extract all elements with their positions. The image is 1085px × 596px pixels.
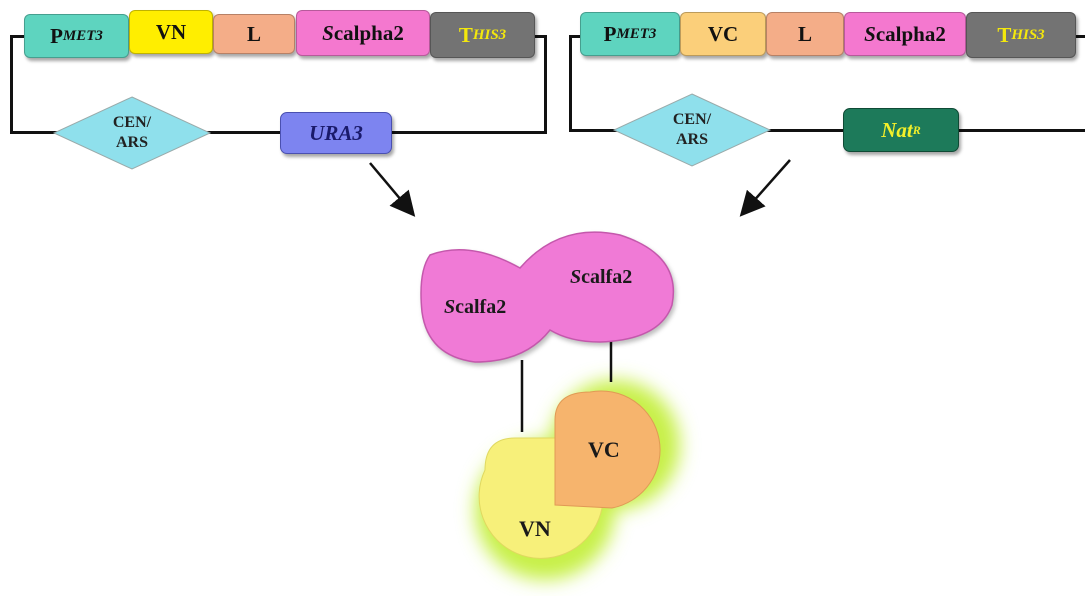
- right-origin-line2: ARS: [675, 131, 708, 148]
- left-linker-box: L: [213, 14, 295, 54]
- right-cen-ars-diamond: CEN/ ARS: [612, 92, 772, 168]
- right-origin-line1: CEN/: [672, 111, 712, 128]
- ura3-marker-box: URA3: [280, 112, 392, 154]
- left-terminator-label: T: [458, 22, 473, 47]
- right-diamond-shape: [612, 93, 772, 167]
- protein-right-text: calfa2: [581, 266, 633, 288]
- left-promoter-subscript: MET3: [62, 27, 103, 44]
- right-linker-label: L: [797, 21, 812, 46]
- left-plasmid-backbone-bottom: [10, 131, 547, 134]
- left-plasmid-backbone-right: [544, 36, 547, 134]
- right-gene-label: calpha2: [875, 21, 946, 46]
- protein-left-text: calfa2: [455, 296, 507, 318]
- protein-left-label: Scalfa2: [444, 296, 506, 319]
- right-linker-box: L: [766, 12, 844, 56]
- vc-dome-label: VC: [588, 437, 620, 462]
- right-diamond-text: CEN/ ARS: [612, 92, 772, 168]
- right-gene-italic: S: [864, 21, 876, 46]
- vc-dome: [554, 390, 661, 509]
- right-promoter-subscript: MET3: [616, 25, 657, 42]
- left-gene-italic: S: [322, 20, 334, 45]
- protein-right-label: Scalfa2: [570, 266, 632, 289]
- right-promoter-label: P: [603, 21, 617, 46]
- left-cen-ars-diamond: CEN/ ARS: [52, 95, 212, 171]
- left-plasmid-backbone-left-cap: [10, 35, 24, 38]
- left-diamond-text: CEN/ ARS: [52, 95, 212, 171]
- left-origin-line1: CEN/: [112, 114, 152, 131]
- left-terminator-subscript: HIS3: [472, 26, 507, 43]
- left-plasmid-backbone-right-cap: [534, 35, 547, 38]
- right-plasmid-backbone-bottom: [569, 129, 1085, 132]
- left-plasmid-backbone-left: [10, 36, 13, 134]
- left-linker-label: L: [246, 21, 261, 46]
- natr-label: Nat: [881, 117, 913, 142]
- left-vn-box: VN: [129, 10, 213, 54]
- scalfa2-dimer: [420, 231, 675, 363]
- right-vc-label: VC: [707, 21, 739, 46]
- ura3-label: URA3: [309, 120, 363, 145]
- left-origin-line2: ARS: [115, 134, 148, 151]
- right-plasmid-backbone-topright: [1076, 35, 1085, 38]
- protein-right-italic: S: [570, 266, 582, 288]
- right-terminator-subscript: HIS3: [1011, 26, 1045, 43]
- left-diamond-shape: [52, 96, 212, 170]
- vn-dome-label: VN: [519, 516, 551, 541]
- protein-left-italic: S: [444, 296, 456, 318]
- left-promoter-label: P: [50, 23, 63, 48]
- right-plasmid-backbone-left-cap: [569, 35, 581, 38]
- left-vn-label: VN: [155, 19, 187, 44]
- left-gene-label: calpha2: [333, 20, 404, 45]
- right-terminator-label: T: [997, 22, 1012, 47]
- natr-superscript: R: [912, 122, 921, 137]
- right-plasmid-backbone-left: [569, 36, 572, 132]
- right-vc-box: VC: [680, 12, 766, 56]
